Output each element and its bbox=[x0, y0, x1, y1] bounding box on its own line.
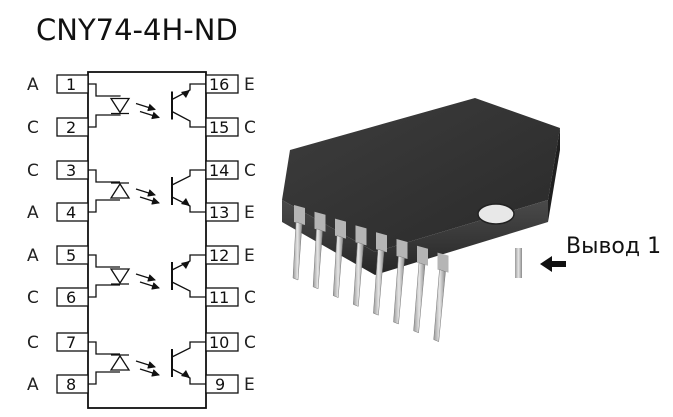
pin-function-label: E bbox=[244, 75, 255, 95]
pin-number: 14 bbox=[209, 161, 229, 180]
left-pin-1: 1A bbox=[27, 74, 89, 95]
left-pin-5: 5A bbox=[27, 245, 89, 266]
pin-number: 2 bbox=[66, 118, 76, 137]
pin-function-label: E bbox=[244, 375, 255, 395]
pin-number: 5 bbox=[66, 246, 76, 265]
pin-function-label: A bbox=[27, 246, 39, 266]
channel-4 bbox=[88, 341, 206, 385]
right-pin-16: 16 E bbox=[205, 74, 255, 95]
pin-function-label: A bbox=[27, 75, 39, 95]
diode-icon bbox=[109, 354, 131, 371]
pin1-label: Вывод 1 bbox=[566, 234, 661, 259]
diode-icon bbox=[109, 268, 131, 285]
pin-number: 3 bbox=[66, 161, 76, 180]
front-pin bbox=[353, 225, 367, 307]
left-pin-6: 6C bbox=[27, 287, 89, 308]
package-outline bbox=[87, 71, 207, 409]
front-pin-row bbox=[292, 205, 449, 342]
right-pin-13: 13 E bbox=[205, 202, 255, 223]
right-pin-14: 14 C bbox=[205, 160, 256, 181]
pin-number: 6 bbox=[66, 288, 76, 307]
pin-function-label: C bbox=[244, 288, 256, 308]
channel-2 bbox=[88, 169, 206, 213]
front-pin bbox=[312, 211, 326, 290]
light-arrows-icon bbox=[135, 273, 160, 290]
npn-transistor-icon bbox=[171, 254, 206, 298]
front-pin bbox=[292, 205, 305, 281]
right-pin-12: 12 E bbox=[205, 245, 255, 266]
left-pin-8: 8A bbox=[27, 374, 89, 395]
light-arrows-icon bbox=[135, 102, 160, 120]
channel-3 bbox=[88, 254, 206, 298]
pin-number: 13 bbox=[209, 203, 229, 222]
diode-icon bbox=[109, 97, 131, 115]
left-pin-7: 7C bbox=[27, 332, 89, 353]
channel-list bbox=[88, 83, 206, 385]
right-pin-15: 15 C bbox=[205, 117, 256, 138]
left-arrow-icon bbox=[540, 256, 566, 272]
npn-transistor-icon bbox=[171, 169, 206, 213]
pin-function-label: A bbox=[27, 203, 39, 223]
channel-1 bbox=[88, 83, 206, 128]
back-pin bbox=[515, 248, 522, 278]
pin-number: 8 bbox=[66, 375, 76, 394]
pin-function-label: C bbox=[244, 161, 256, 181]
front-pin bbox=[393, 239, 408, 325]
pin-number: 11 bbox=[209, 288, 229, 307]
light-arrows-icon bbox=[135, 188, 160, 205]
pin1-marker: Вывод 1 bbox=[540, 234, 661, 272]
pin-function-label: A bbox=[27, 375, 39, 395]
npn-transistor-icon bbox=[171, 341, 206, 385]
pin-number: 7 bbox=[66, 333, 76, 352]
pin-number: 4 bbox=[66, 203, 76, 222]
pin-number: 16 bbox=[209, 75, 229, 94]
pin-function-label: E bbox=[244, 246, 255, 266]
pin1-notch bbox=[477, 203, 515, 225]
pin-number: 9 bbox=[215, 375, 225, 394]
package-end-face bbox=[548, 128, 560, 222]
pin-function-label: C bbox=[244, 333, 256, 353]
left-pin-4: 4A bbox=[27, 202, 89, 223]
pin-function-label: C bbox=[27, 118, 39, 138]
pin-number: 12 bbox=[209, 246, 229, 265]
pin-number: 10 bbox=[209, 333, 229, 352]
pin-function-label: C bbox=[27, 288, 39, 308]
pin-function-label: C bbox=[27, 333, 39, 353]
pin-number: 1 bbox=[66, 75, 76, 94]
front-pin bbox=[373, 232, 387, 316]
front-pin bbox=[433, 252, 449, 342]
npn-transistor-icon bbox=[171, 83, 206, 128]
front-pin bbox=[332, 218, 346, 298]
left-pin-3: 3C bbox=[27, 160, 89, 181]
package-front-face bbox=[282, 200, 548, 275]
left-pin-2: 2C bbox=[27, 117, 89, 138]
front-pin bbox=[413, 245, 428, 334]
right-pin-10: 10 C bbox=[205, 332, 256, 353]
part-number-title: CNY74-4H-ND bbox=[36, 13, 238, 47]
diode-icon bbox=[109, 182, 131, 199]
back-pin-row bbox=[515, 248, 522, 278]
right-pin-11: 11 C bbox=[205, 287, 256, 308]
pin-function-label: C bbox=[27, 161, 39, 181]
pin-number: 15 bbox=[209, 118, 229, 137]
light-arrows-icon bbox=[135, 360, 160, 377]
pin-function-label: E bbox=[244, 203, 255, 223]
pin-function-label: C bbox=[244, 118, 256, 138]
dip16-package-illustration bbox=[282, 98, 560, 342]
